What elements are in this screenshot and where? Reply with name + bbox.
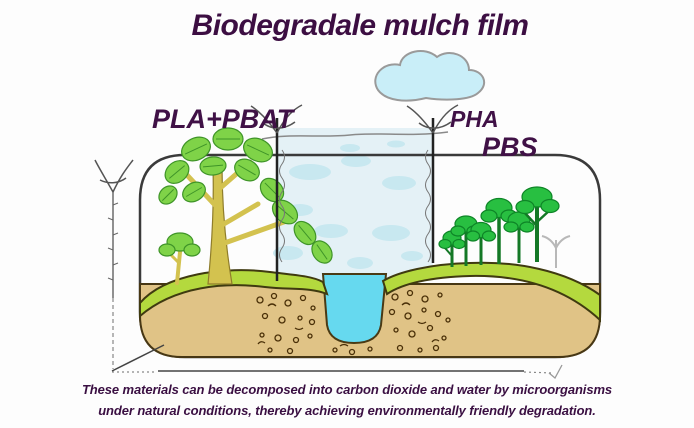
- label-pha: PHA: [450, 106, 499, 132]
- shrub: [480, 197, 518, 264]
- pole-scratch-marks: [279, 149, 431, 263]
- soil-particles: [256, 289, 451, 356]
- caption-line-2: under natural conditions, thereby achiev…: [98, 403, 596, 418]
- cloud-icon: [374, 50, 486, 102]
- sapling-icon: [158, 232, 201, 285]
- bottom-dimension-line: [112, 364, 563, 380]
- measure-fork-top: [94, 159, 134, 193]
- water-surface-line: [261, 131, 449, 140]
- shrub: [515, 186, 560, 262]
- caption-line-1: These materials can be decomposed into c…: [82, 382, 612, 397]
- shrub-row-icon: [438, 186, 560, 267]
- right-grass-mound: [381, 261, 601, 323]
- irrigation-pole-icon: [250, 104, 459, 281]
- shrub: [438, 230, 466, 267]
- corner-diagonal: [111, 344, 165, 372]
- soil-pit-water-icon: [321, 273, 388, 345]
- large-tree-icon: [158, 127, 333, 285]
- label-pbs: PBS: [482, 132, 538, 162]
- page-title: Biodegradale mulch film: [192, 9, 529, 42]
- shrub: [465, 221, 497, 265]
- pole-sprinkler-top: [250, 104, 459, 134]
- gray-sprout-icon: [541, 235, 571, 268]
- dimension-end-tick: [548, 364, 563, 380]
- shrub: [503, 211, 535, 263]
- label-pla-pbat: PLA+PBAT: [152, 104, 296, 134]
- tree-leaves: [158, 127, 333, 264]
- measure-line: [94, 159, 165, 372]
